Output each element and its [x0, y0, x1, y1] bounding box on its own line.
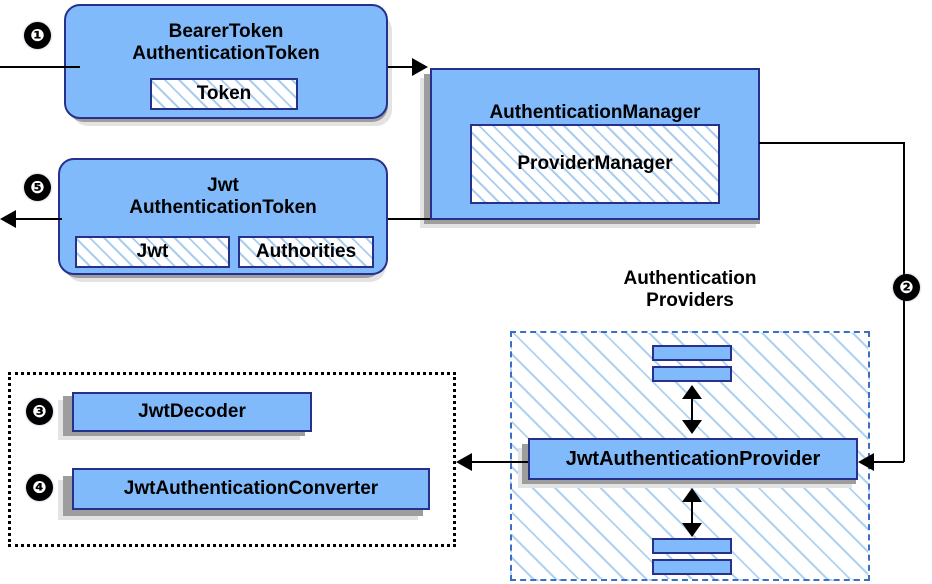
bearer-token-label-line1: BearerToken — [168, 21, 284, 43]
provider-to-support-line — [470, 461, 528, 463]
provider-stub-top-2 — [652, 366, 732, 382]
bearer-to-manager-arrowhead — [412, 58, 428, 76]
provider-link-top-line — [691, 389, 693, 431]
step-badge-2: ❷ — [893, 274, 920, 301]
provider-link-bottom-arrow-down — [682, 523, 702, 537]
jwt-token-label-line2: AuthenticationToken — [129, 196, 317, 218]
jwt-converter-label: JwtAuthenticationConverter — [123, 478, 379, 500]
step-badge-1: ❶ — [24, 22, 51, 49]
node-jwt-decoder[interactable]: JwtDecoder — [72, 392, 312, 432]
provider-to-support-arrowhead — [456, 453, 472, 471]
step-badge-4: ❹ — [26, 474, 53, 501]
provider-stub-top-1 — [652, 345, 732, 361]
authentication-manager-label: AuthenticationManager — [489, 102, 701, 124]
providers-caption-line2: Providers — [646, 289, 734, 311]
jwt-decoder-label: JwtDecoder — [138, 401, 246, 423]
step-badge-5: ❺ — [24, 174, 51, 201]
provider-link-top-arrow-up — [682, 385, 702, 399]
provider-link-bottom-line — [691, 492, 693, 534]
manager-to-provider-line-top — [759, 142, 904, 144]
providers-caption-line1: Authentication — [623, 268, 757, 289]
manager-to-jwt-token-line — [388, 218, 430, 220]
field-authorities: Authorities — [238, 236, 374, 268]
authentication-providers-caption: Authentication Providers — [585, 268, 795, 312]
manager-to-provider-line-bottom — [872, 461, 904, 463]
provider-link-bottom-arrow-up — [682, 488, 702, 502]
outgoing-response-line — [6, 218, 62, 220]
outgoing-response-arrowhead — [0, 210, 16, 228]
field-jwt: Jwt — [75, 236, 230, 268]
manager-to-provider-line-vertical — [903, 142, 905, 462]
incoming-request-line — [0, 66, 80, 68]
node-jwt-authentication-provider[interactable]: JwtAuthenticationProvider — [528, 438, 858, 480]
manager-to-provider-arrowhead — [858, 453, 874, 471]
field-token: Token — [150, 78, 298, 110]
node-jwt-authentication-converter[interactable]: JwtAuthenticationConverter — [72, 468, 430, 510]
jwt-token-label-line1: Jwt — [207, 175, 239, 197]
jwt-provider-label: JwtAuthenticationProvider — [565, 447, 821, 470]
provider-link-top-arrow-down — [682, 420, 702, 434]
jwt-support-group — [8, 372, 456, 547]
bearer-token-label-line2: AuthenticationToken — [132, 42, 320, 64]
step-badge-3: ❸ — [26, 398, 53, 425]
bearer-to-manager-line — [388, 66, 420, 68]
provider-stub-bottom-2 — [652, 559, 732, 575]
field-provider-manager: ProviderManager — [470, 124, 720, 204]
provider-stub-bottom-1 — [652, 538, 732, 554]
